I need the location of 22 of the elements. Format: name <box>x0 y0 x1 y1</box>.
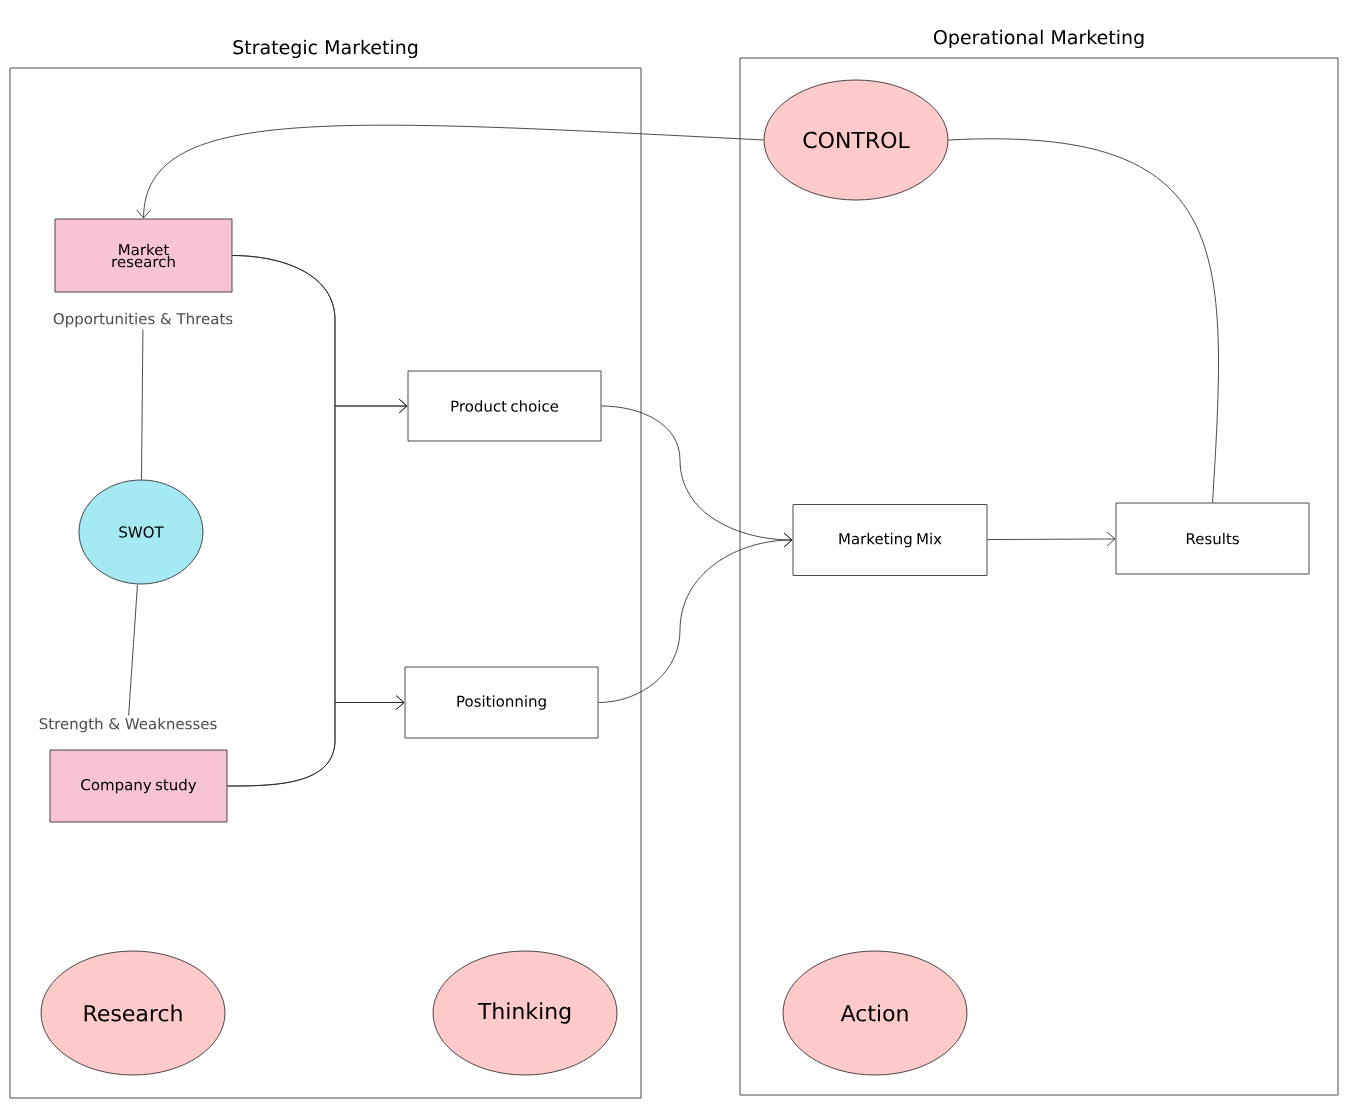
connector-line <box>141 329 144 480</box>
ellipse-node: CONTROL <box>763 79 949 201</box>
process-box: Product choice <box>407 370 602 442</box>
text-label: Strength & Weaknesses <box>39 717 217 733</box>
connector-line <box>128 583 138 716</box>
process-box: Results <box>1115 502 1310 575</box>
arrow <box>598 532 793 703</box>
node-label: Strategic Marketing <box>233 39 418 59</box>
process-box: Company study <box>49 749 228 823</box>
process-box: Positionning <box>404 666 599 739</box>
arrow <box>227 695 405 787</box>
ellipse-node: Research <box>40 950 226 1076</box>
ellipse-node: SWOT <box>78 479 204 585</box>
ellipse-node: Thinking <box>432 950 618 1076</box>
arrow <box>136 124 764 219</box>
connector-line <box>948 138 1219 503</box>
process-box: Marketing Mix <box>792 504 988 576</box>
arrow <box>987 531 1116 547</box>
process-box: Market research <box>54 218 233 293</box>
node-label: Operational Marketing <box>933 29 1144 49</box>
text-label: Opportunities & Threats <box>53 312 233 328</box>
ellipse-node: Action <box>782 950 968 1076</box>
